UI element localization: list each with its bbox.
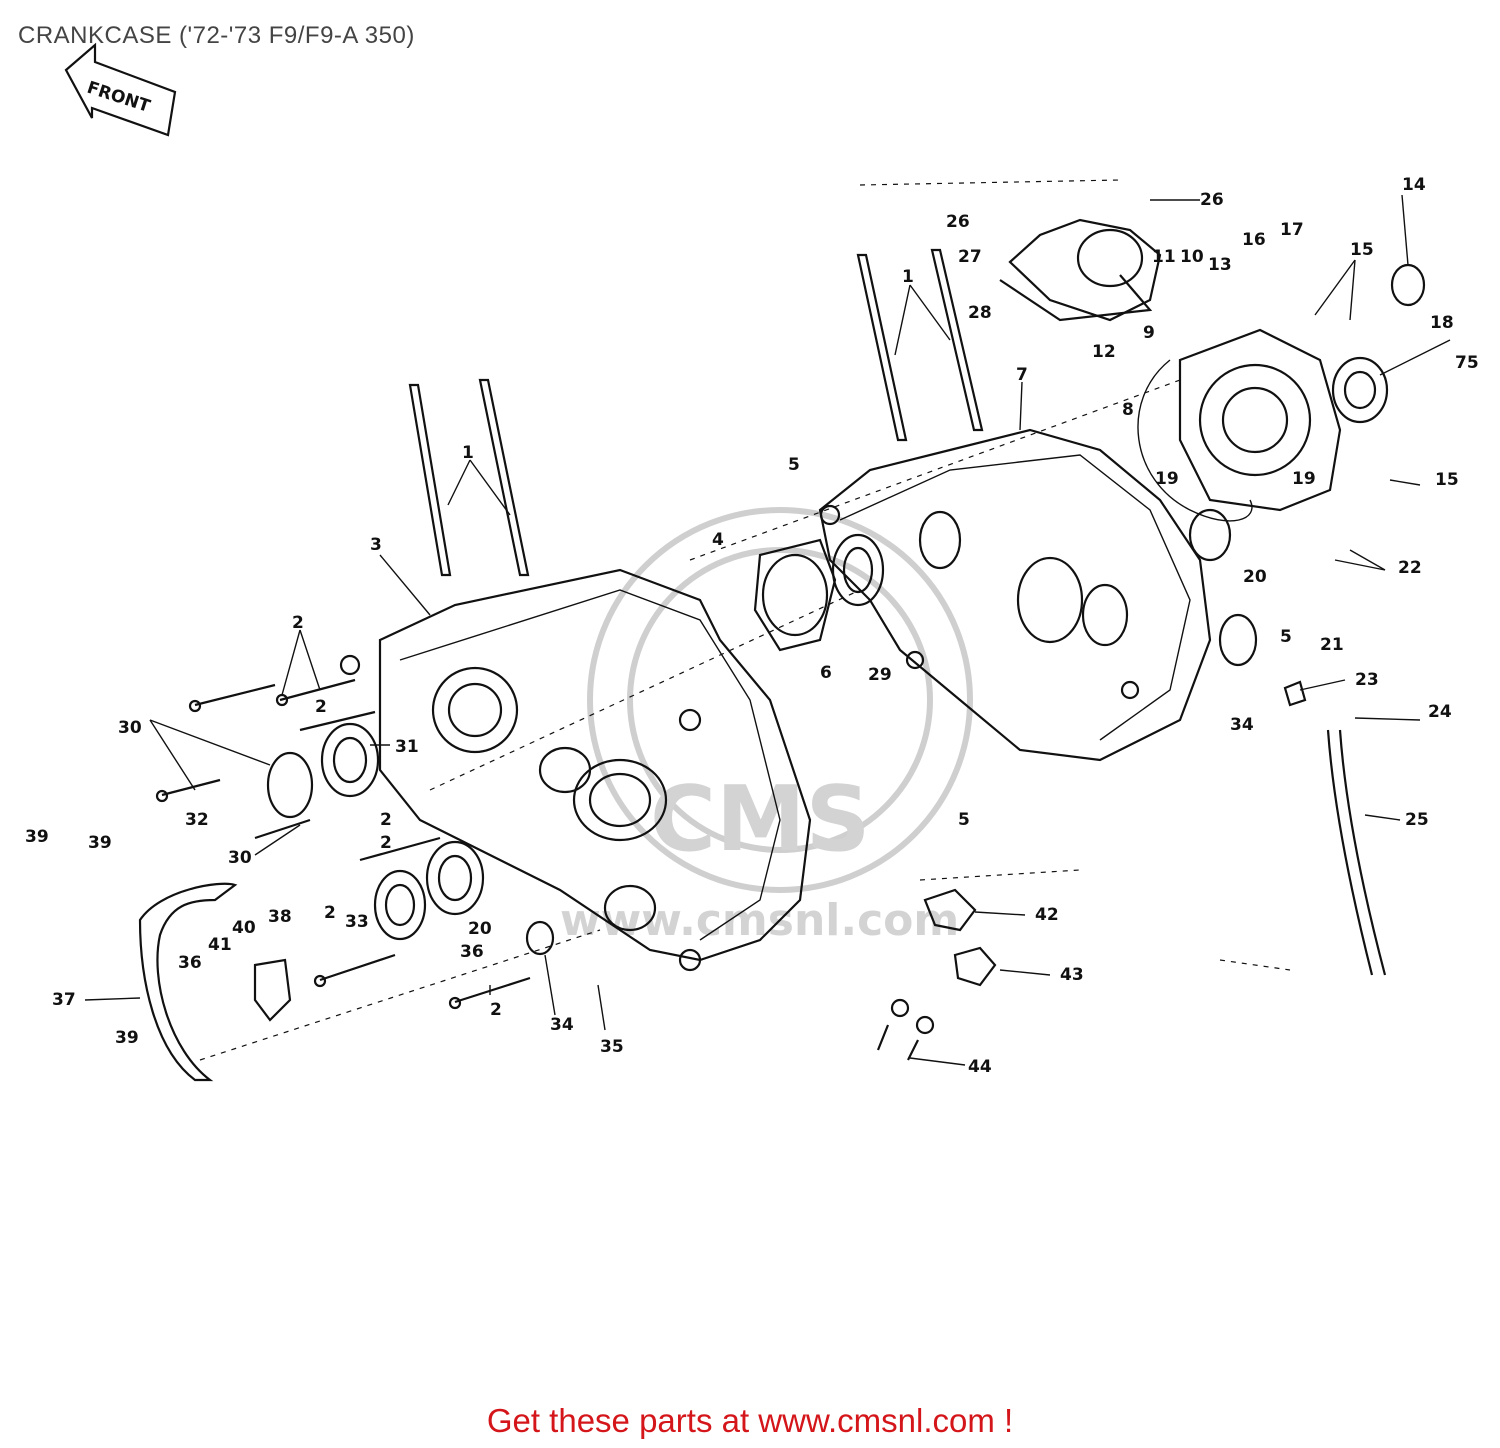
watermark-logo-text: CMS	[650, 767, 870, 872]
callout-34b: 34	[550, 1015, 574, 1035]
callout-44: 44	[968, 1057, 992, 1077]
callout-2c: 2	[380, 810, 392, 830]
callout-2f: 2	[490, 1000, 502, 1020]
callout-15b: 15	[1435, 470, 1459, 490]
callout-39c: 39	[115, 1028, 139, 1048]
callout-31: 31	[395, 737, 419, 757]
callout-labels: 1 1 2 2 2 2 2 2 3 4 5 5 5 6 7 8 9 10 11 …	[25, 175, 1479, 1077]
callout-42: 42	[1035, 905, 1059, 925]
callout-14: 14	[1402, 175, 1426, 195]
chain-guide	[138, 882, 292, 1082]
right-cover	[1137, 263, 1426, 522]
callout-35: 35	[600, 1037, 624, 1057]
callout-39b: 39	[88, 833, 112, 853]
callout-2e: 2	[324, 903, 336, 923]
callout-34a: 34	[1230, 715, 1254, 735]
front-direction-arrow: FRONT	[64, 42, 177, 137]
callout-33: 33	[345, 912, 369, 932]
callout-3: 3	[370, 535, 382, 555]
callout-15a: 15	[1350, 240, 1374, 260]
callout-18: 18	[1430, 313, 1454, 333]
callout-6: 6	[820, 663, 832, 683]
callout-23: 23	[1355, 670, 1379, 690]
callout-13: 13	[1208, 255, 1232, 275]
callout-25: 25	[1405, 810, 1429, 830]
crankcase-bolts	[155, 678, 531, 1010]
callout-41: 41	[208, 935, 232, 955]
callout-19a: 19	[1155, 469, 1179, 489]
callout-2a: 2	[292, 613, 304, 633]
callout-2b: 2	[315, 697, 327, 717]
callout-28: 28	[968, 303, 992, 323]
callout-20b: 20	[468, 919, 492, 939]
callout-26a: 26	[946, 212, 970, 232]
page-title: CRANKCASE ('72-'73 F9/F9-A 350)	[18, 22, 415, 49]
callout-1a: 1	[462, 443, 474, 463]
callout-19b: 19	[1292, 469, 1316, 489]
callout-22: 22	[1398, 558, 1422, 578]
callout-17: 17	[1280, 220, 1304, 240]
callout-2d: 2	[380, 833, 392, 853]
callout-30a: 30	[118, 718, 142, 738]
assembly-centerlines	[199, 179, 1291, 1061]
callout-32: 32	[185, 810, 209, 830]
seals-and-bearings	[266, 508, 1258, 956]
callout-9: 9	[1143, 323, 1155, 343]
callout-40: 40	[232, 918, 256, 938]
callout-75: 75	[1455, 353, 1479, 373]
gasket-and-bearing	[753, 533, 885, 652]
callout-5c: 5	[958, 810, 970, 830]
callout-11: 11	[1152, 247, 1176, 267]
callout-12: 12	[1092, 342, 1116, 362]
leader-lines	[84, 194, 1451, 1066]
front-label: FRONT	[84, 78, 152, 117]
callout-5a: 5	[788, 455, 800, 475]
callout-5b: 5	[1280, 627, 1292, 647]
callout-37: 37	[52, 990, 76, 1010]
callout-36a: 36	[178, 953, 202, 973]
get-parts-link[interactable]: Get these parts at www.cmsnl.com !	[486, 1402, 1014, 1439]
breather-hose	[1283, 680, 1387, 976]
callout-7: 7	[1016, 365, 1028, 385]
callout-4: 4	[712, 530, 724, 550]
callout-30b: 30	[228, 848, 252, 868]
callout-1b: 1	[902, 267, 914, 287]
neutral-switch-parts	[876, 888, 997, 1061]
callout-36b: 36	[460, 942, 484, 962]
callout-8: 8	[1122, 400, 1134, 420]
right-crankcase-half	[818, 428, 1212, 762]
callout-26b: 26	[1200, 190, 1224, 210]
left-crankcase-half	[339, 568, 812, 972]
callout-43: 43	[1060, 965, 1084, 985]
watermark-url: www.cmsnl.com	[560, 895, 959, 946]
callout-27: 27	[958, 247, 982, 267]
callout-29: 29	[868, 665, 892, 685]
callout-39a: 39	[25, 827, 49, 847]
callout-10: 10	[1180, 247, 1204, 267]
callout-21: 21	[1320, 635, 1344, 655]
callout-24: 24	[1428, 702, 1452, 722]
callout-16: 16	[1242, 230, 1266, 250]
callout-20a: 20	[1243, 567, 1267, 587]
intake-manifold	[999, 218, 1162, 322]
callout-38: 38	[268, 907, 292, 927]
